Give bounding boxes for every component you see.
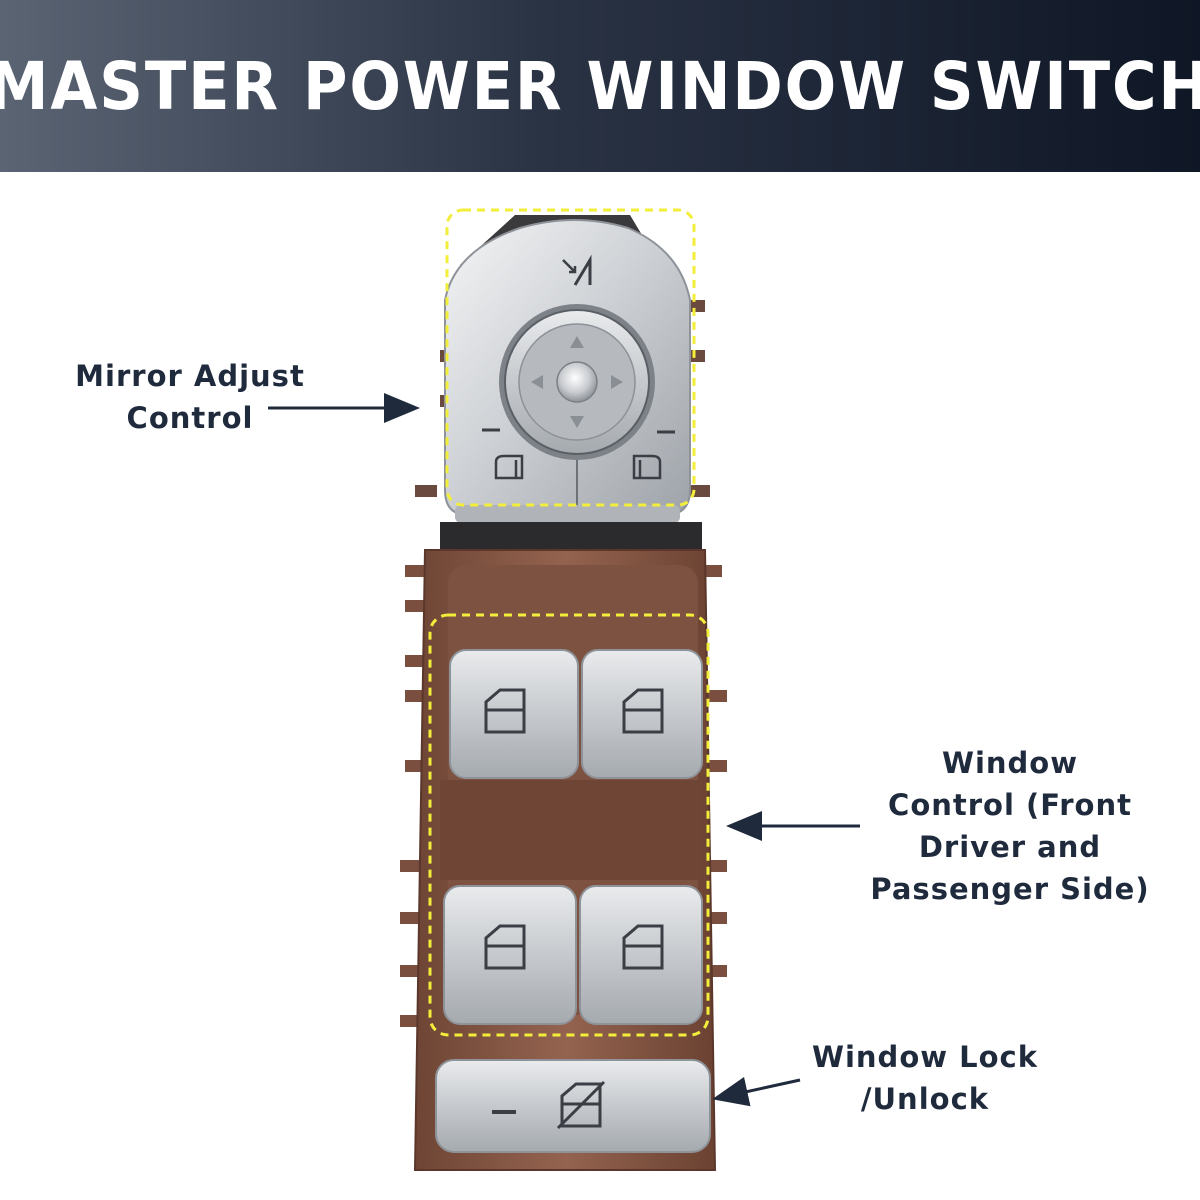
front-right-window-button[interactable] xyxy=(581,649,703,779)
window-buttons xyxy=(443,649,703,1025)
lock-callout-line-1: Window Lock xyxy=(811,1040,1039,1074)
window-lock-button[interactable] xyxy=(435,1059,711,1153)
window-lock-callout: Window Lock /Unlock xyxy=(790,1036,1060,1120)
window-icon xyxy=(484,688,526,734)
window-callout-line-1: Window xyxy=(941,746,1079,780)
window-icon xyxy=(622,924,664,970)
lock-pointer-arrow xyxy=(712,1076,801,1107)
window-icon xyxy=(622,688,664,734)
right-mirror-icon[interactable] xyxy=(632,454,662,480)
window-callout-line-2: Control (Front xyxy=(888,788,1132,822)
mirror-highlight-box xyxy=(445,208,696,507)
window-control-callout: Window Control (Front Driver and Passeng… xyxy=(860,742,1160,910)
mirror-direction-arrows-icon[interactable] xyxy=(531,336,623,428)
mirror-adjust-callout: Mirror Adjust Control xyxy=(60,355,320,439)
window-lock-icon xyxy=(556,1080,606,1130)
mirror-callout-line-2: Control xyxy=(126,401,254,435)
left-mirror-icon[interactable] xyxy=(494,454,524,480)
front-left-window-button[interactable] xyxy=(449,649,579,779)
mirror-fold-icon[interactable] xyxy=(562,254,592,286)
lock-callout-line-2: /Unlock xyxy=(860,1082,990,1116)
mirror-control-plate xyxy=(444,219,691,523)
window-callout-line-4: Passenger Side) xyxy=(870,872,1150,906)
title-banner: MASTER POWER WINDOW SWITCH xyxy=(0,0,1200,172)
window-callout-line-3: Driver and xyxy=(918,830,1102,864)
page-title: MASTER POWER WINDOW SWITCH xyxy=(0,47,1200,125)
window-icon xyxy=(484,924,526,970)
window-highlight-box xyxy=(428,613,710,1037)
mirror-callout-line-1: Mirror Adjust xyxy=(75,359,305,393)
rear-left-window-button[interactable] xyxy=(443,885,577,1025)
rear-right-window-button[interactable] xyxy=(579,885,703,1025)
